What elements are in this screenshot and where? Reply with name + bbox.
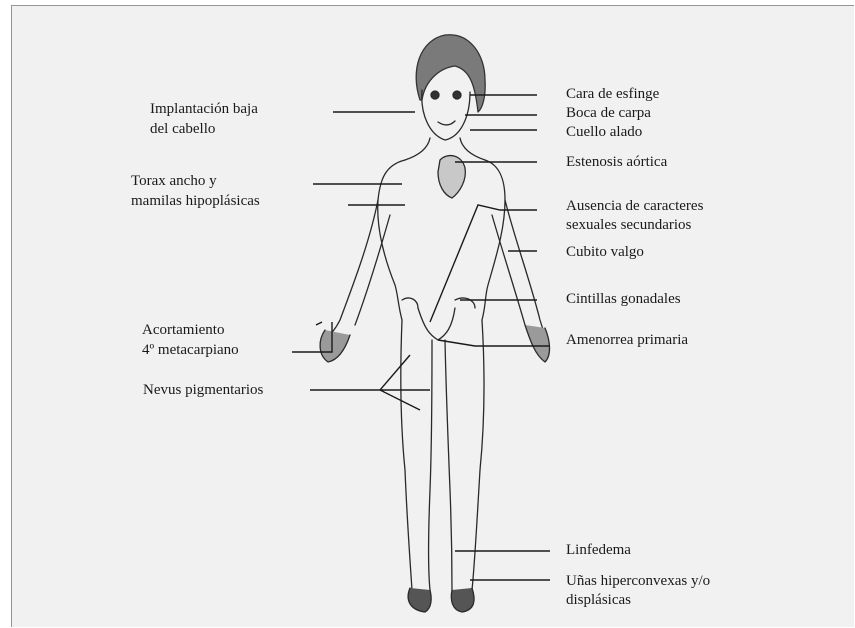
arm-left-outer xyxy=(325,200,378,340)
leg-right-inner xyxy=(445,340,452,590)
foot-right xyxy=(451,588,474,612)
hair-outline xyxy=(416,35,485,112)
hand-right xyxy=(525,325,550,362)
torso-right xyxy=(482,160,505,320)
right-eye xyxy=(453,91,461,99)
pelvis-left xyxy=(402,298,418,308)
label-nevus: Nevus pigmentarios xyxy=(143,381,263,399)
label-chest-2: mamilas hipoplásicas xyxy=(131,192,260,210)
leg-left-outer xyxy=(401,320,412,590)
label-face: Cara de esfinge xyxy=(566,85,659,103)
body-figure xyxy=(320,35,549,612)
neck-right xyxy=(460,138,485,160)
label-hairline-2: del cabello xyxy=(150,120,215,138)
label-neck: Cuello alado xyxy=(566,123,642,141)
arm-left-inner xyxy=(355,215,390,325)
label-chest-1: Torax ancho y xyxy=(131,172,217,190)
label-hairline-1: Implantación baja xyxy=(150,100,258,118)
label-metacarpal-2: 4º metacarpiano xyxy=(142,341,239,359)
label-amenorrhea: Amenorrea primaria xyxy=(566,331,688,349)
mouth xyxy=(438,121,455,125)
label-sexual-1: Ausencia de caracteres xyxy=(566,197,703,215)
left-eye xyxy=(431,91,439,99)
leader-nevus xyxy=(310,355,430,410)
leg-right-outer xyxy=(472,320,484,590)
groin xyxy=(418,308,455,340)
arm-right-inner xyxy=(492,215,525,325)
face-outline xyxy=(422,90,470,140)
label-aortic: Estenosis aórtica xyxy=(566,153,667,171)
label-mouth: Boca de carpa xyxy=(566,104,651,122)
hand-left xyxy=(320,330,350,362)
leg-left-inner xyxy=(429,340,433,590)
label-lymphedema: Linfedema xyxy=(566,541,631,559)
foot-left xyxy=(408,588,431,612)
label-metacarpal-1: Acortamiento xyxy=(142,321,224,339)
leader-sexual xyxy=(430,205,537,322)
label-cubitus: Cubito valgo xyxy=(566,243,644,261)
label-gonadal: Cintillas gonadales xyxy=(566,290,681,308)
label-nails-1: Uñas hiperconvexas y/o xyxy=(566,572,710,590)
arm-right-outer xyxy=(505,200,548,345)
label-sexual-2: sexuales secundarios xyxy=(566,216,691,234)
neck-left xyxy=(405,138,430,160)
label-nails-2: displásicas xyxy=(566,591,631,609)
